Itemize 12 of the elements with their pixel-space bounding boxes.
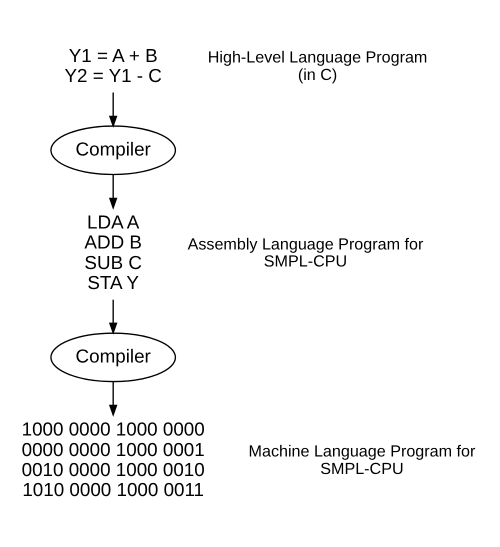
node-ellipse: Compiler (50, 332, 176, 382)
arrow (108, 174, 118, 210)
node-label: Assembly Language Program for SMPL-CPU (188, 234, 424, 270)
node-label: High-Level Language Program (in C) (208, 48, 428, 84)
node-ellipse: Compiler (50, 124, 176, 175)
arrow (108, 299, 118, 334)
node-text: Y1 = A + B Y2 = Y1 - C (64, 44, 162, 86)
node-text: LDA A ADD B SUB C STA Y (84, 211, 142, 293)
arrow (108, 381, 118, 416)
arrow (108, 92, 118, 128)
node-text: 1000 0000 1000 0000 0000 0000 1000 0001 0010 0000 1000 0010 1010 0000 1000 0011 (22, 418, 205, 500)
node-label: Machine Language Program for SMPL-CPU (248, 442, 476, 478)
